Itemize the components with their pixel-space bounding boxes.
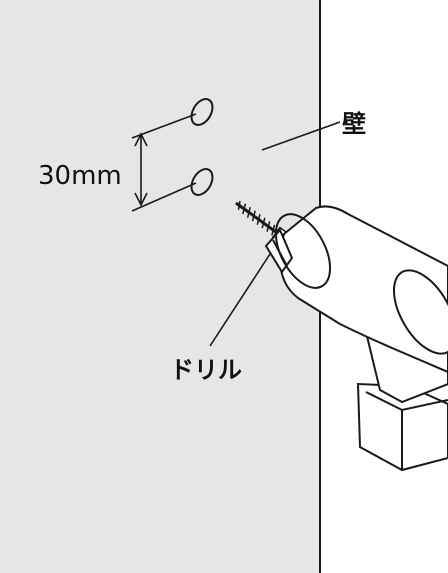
drill-front-rim (274, 213, 332, 289)
drill-motor-end (393, 269, 448, 355)
dimension-arrow-down (134, 192, 148, 207)
wall-face (0, 0, 320, 573)
drill (264, 205, 448, 472)
dimension-indicator (131, 113, 197, 212)
wall (0, 0, 321, 573)
screw-holes (190, 98, 214, 196)
screw-thread (237, 200, 276, 236)
lower-hole (190, 168, 214, 196)
dimension-label: 30mm (38, 161, 122, 191)
lower-leader-line (131, 182, 197, 212)
dimension-arrow-up (134, 132, 148, 147)
upper-leader-line (131, 113, 197, 139)
drill-leader-line (209, 253, 271, 347)
wall-label: 壁 (342, 110, 366, 138)
screw-shaft (235, 201, 281, 236)
wall-leader-line (261, 121, 341, 151)
drill-label: ドリル (170, 356, 242, 384)
drill-body (279, 205, 448, 374)
upper-hole (190, 98, 214, 126)
